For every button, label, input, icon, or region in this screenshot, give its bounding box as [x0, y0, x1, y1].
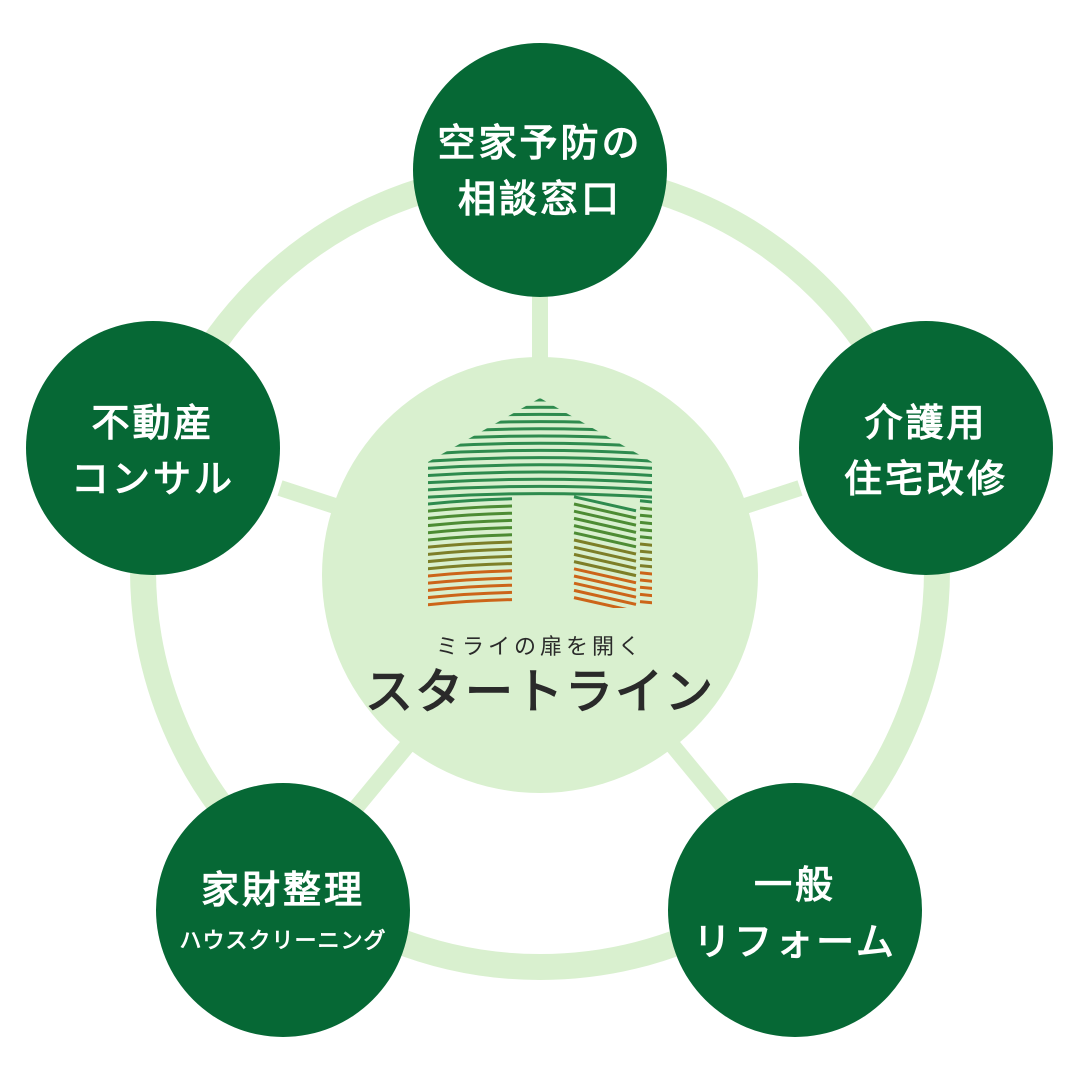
- logo-stripe-left: [428, 583, 513, 593]
- logo-stripe-right: [639, 528, 652, 534]
- logo-stripe-right: [639, 585, 652, 591]
- logo-stripe-right: [639, 549, 652, 555]
- logo-stripe-door: [573, 545, 637, 563]
- logo-stripe-right: [639, 592, 652, 598]
- logo-stripe-left: [428, 504, 513, 514]
- node-fudosan: 不動産 コンサル: [26, 321, 280, 575]
- logo-stripe-door: [573, 516, 637, 534]
- logo-stripe-door: [573, 581, 637, 599]
- logo-stripe-door: [573, 552, 637, 570]
- node-akiya: 空家予防の 相談窓口: [413, 43, 667, 297]
- node-reform-line-1: 一般: [754, 863, 836, 907]
- logo-stripe-left: [428, 518, 513, 528]
- logo-stripe-right: [639, 564, 652, 570]
- node-kazai-line-1: 家財整理: [201, 868, 365, 912]
- logo-stripe-left: [428, 511, 513, 521]
- logo-stripe-left: [428, 562, 513, 572]
- node-kaigo-line-2: 住宅改修: [844, 457, 1008, 501]
- node-kaigo: 介護用 住宅改修: [799, 321, 1053, 575]
- logo-stripe-right: [639, 513, 652, 519]
- logo-stripe-door: [573, 588, 637, 606]
- logo-stripe: [428, 448, 652, 456]
- logo-stripe-door: [573, 495, 637, 513]
- logo-stripe-left: [428, 569, 513, 579]
- logo-stripe: [428, 477, 652, 485]
- logo-stripe-door: [573, 567, 637, 585]
- spoke-kaigo: [739, 480, 803, 515]
- brand-tagline: ミライの扉を開く: [436, 635, 644, 660]
- logo-stripe-left: [428, 576, 513, 586]
- logo-stripe-door: [573, 574, 637, 592]
- logo-stripe-left: [428, 590, 513, 600]
- logo-stripe-left: [428, 540, 513, 550]
- logo-stripe-door: [573, 509, 637, 527]
- logo-stripe-right: [639, 600, 652, 606]
- logo-stripe-right: [639, 571, 652, 577]
- logo-stripe-door: [573, 502, 637, 520]
- node-akiya-line-2: 相談窓口: [458, 177, 622, 221]
- spoke-fudosan: [277, 480, 341, 515]
- logo-stripe-door: [573, 531, 637, 549]
- logo-stripe-right: [639, 506, 652, 512]
- node-fudosan-line-1: 不動産: [91, 401, 214, 445]
- logo-stripe-right: [639, 578, 652, 584]
- logo-stripe-right: [639, 499, 652, 505]
- node-akiya-line-1: 空家予防の: [437, 121, 642, 165]
- logo-stripe: [428, 492, 652, 500]
- logo-stripe-right: [639, 535, 652, 541]
- center-circle: [322, 357, 758, 793]
- logo-stripe-door: [573, 524, 637, 542]
- brand-name: スタートライン: [365, 664, 715, 720]
- spoke-reform: [661, 734, 737, 821]
- logo-stripe-left: [428, 533, 513, 543]
- spoke-kazai: [343, 734, 419, 821]
- node-kazai-sub: ハウスクリーニング: [179, 928, 386, 954]
- node-reform: 一般 リフォーム: [668, 783, 922, 1037]
- logo-stripe: [428, 484, 652, 492]
- node-kazai: 家財整理 ハウスクリーニング: [156, 783, 410, 1037]
- node-kaigo-line-1: 介護用: [864, 401, 987, 445]
- node-reform-line-2: リフォーム: [693, 920, 897, 964]
- logo-stripe-door: [573, 538, 637, 556]
- logo-stripe-left: [428, 497, 513, 507]
- logo-stripe-left: [428, 547, 513, 557]
- logo-stripe-right: [639, 556, 652, 562]
- logo-stripe-left: [428, 526, 513, 536]
- logo-stripe-door: [573, 596, 637, 608]
- logo-stripe-door: [573, 560, 637, 578]
- logo-stripe-left: [428, 554, 513, 564]
- logo-stripe: [428, 456, 652, 464]
- logo-stripe: [428, 470, 652, 478]
- logo-stripe-left: [428, 598, 513, 608]
- node-fudosan-line-2: コンサル: [71, 457, 235, 501]
- logo-stripe-right: [639, 542, 652, 548]
- logo-stripe-right: [639, 520, 652, 526]
- logo-stripe: [428, 463, 652, 471]
